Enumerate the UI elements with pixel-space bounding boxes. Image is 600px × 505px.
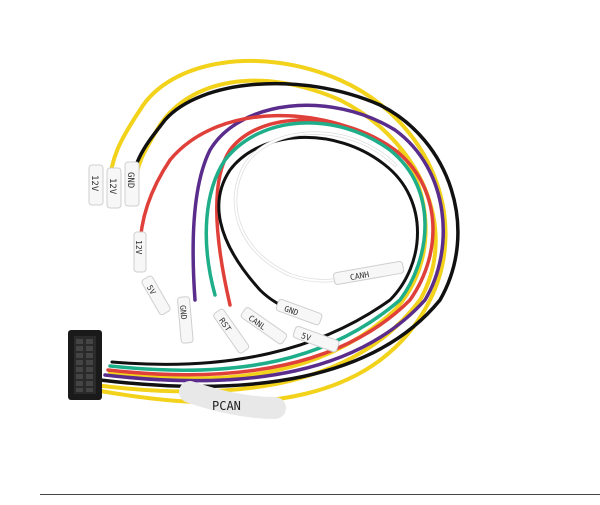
lead-label-12v-b: 12V <box>107 178 117 195</box>
lead-label-gnd-top: GND <box>125 172 135 188</box>
heatshrink-sleeves: 12V 12V GND 12V 5V GND <box>88 161 405 354</box>
connector-16pin <box>68 330 102 400</box>
red-wire <box>106 113 435 377</box>
lead-label-5v-low: 5V <box>300 331 312 343</box>
pcan-label: PCAN <box>212 399 241 413</box>
bottom-divider <box>40 494 600 495</box>
lead-label-12v-a: 12V <box>89 175 99 192</box>
lead-label-5v: 5V <box>145 284 158 297</box>
pcan-sleeve: PCAN <box>179 381 286 419</box>
lead-label-red: 12V <box>134 240 143 255</box>
green-wire <box>108 121 427 372</box>
yellow-wire <box>93 58 448 405</box>
purple-wire <box>103 103 445 383</box>
black-wire <box>98 81 460 389</box>
lead-label-canh: CANH <box>349 270 370 282</box>
lead-label-gnd-mid: GND <box>178 305 188 320</box>
